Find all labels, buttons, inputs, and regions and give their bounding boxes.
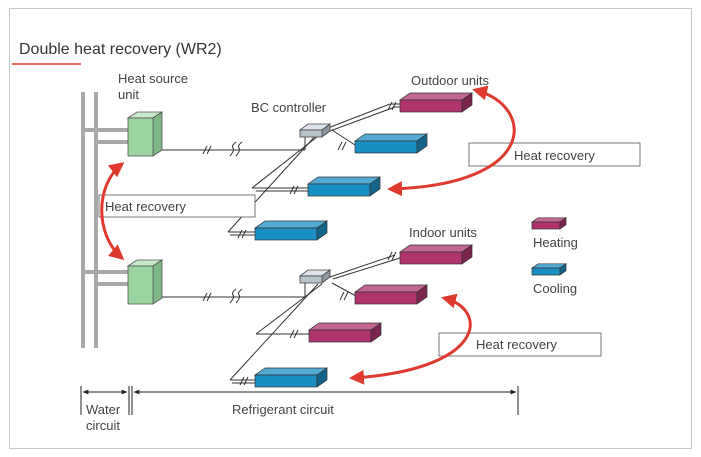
heat-source-unit-top [126,111,164,157]
heat-recovery-label-top: Heat recovery [514,148,595,163]
heat-recovery-label-bottom: Heat recovery [476,337,557,352]
refrigerant-lines [162,103,401,384]
outdoor-units-label: Outdoor units [411,73,490,88]
water-circuit-label: Water [86,402,121,417]
legend-cooling-label: Cooling [533,281,577,296]
legend: Heating Cooling [530,217,578,296]
heat-recovery-arrows [100,85,516,385]
unit-lower-1-heating [398,244,474,265]
unit-lower-2-heating [353,284,429,305]
water-circuit-label-2: circuit [86,418,120,433]
heat-recovery-arrow-left [100,162,125,260]
unit-upper-2-cooling [353,133,429,154]
bc-controller-label: BC controller [251,100,327,115]
unit-upper-4-cooling [253,220,329,241]
legend-heating-label: Heating [533,235,578,250]
legend-heating-box [530,217,568,230]
dimension-lines [80,386,519,415]
legend-cooling-swatch [530,263,568,276]
refrigerant-circuit-label: Refrigerant circuit [232,402,334,417]
indoor-units-label: Indoor units [409,225,477,240]
bc-controller-bottom [298,269,332,284]
unit-upper-1-heating [398,92,474,113]
water-pipes [81,92,128,348]
legend-heating-swatch [530,217,568,230]
unit-lower-3-heating [307,322,383,343]
heat-source-unit-bottom [126,259,164,305]
unit-upper-3-cooling [306,176,382,197]
heat-recovery-arrow-top [387,85,516,197]
heat-recovery-arrow-bottom [349,293,472,385]
bc-controller-top [298,123,332,138]
heat-source-unit-label-2: unit [118,87,139,102]
heat-source-unit-label: Heat source [118,71,188,86]
heat-recovery-box-left [98,194,256,218]
heat-recovery-label-left: Heat recovery [105,199,186,214]
legend-cooling-box [530,263,568,276]
unit-lower-4-cooling [253,367,329,388]
page-title: Double heat recovery (WR2) [19,41,222,58]
